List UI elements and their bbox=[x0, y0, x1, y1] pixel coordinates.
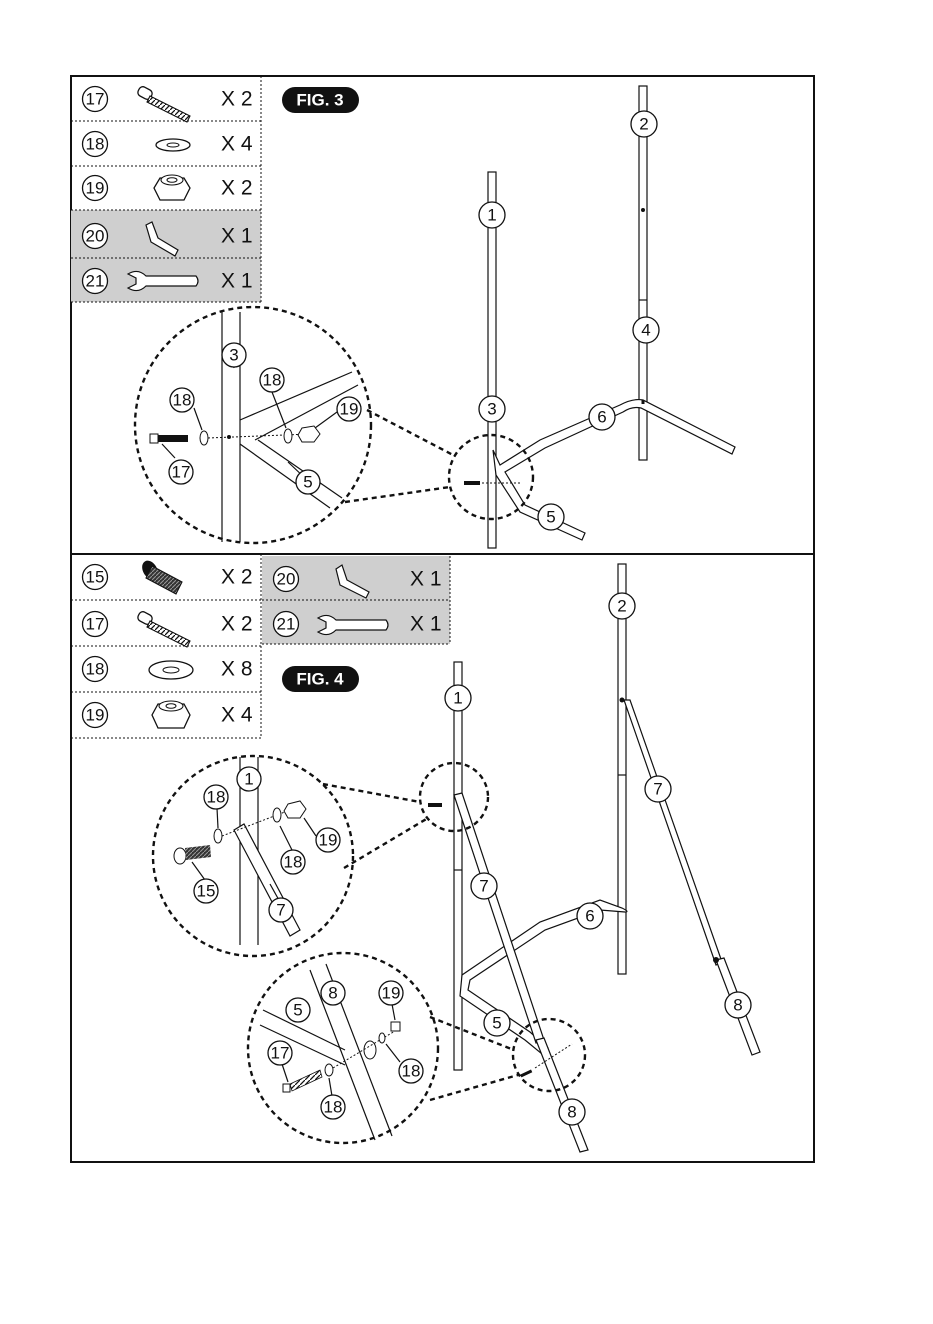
part-quantity: X 4 bbox=[221, 133, 253, 156]
part-quantity: X 1 bbox=[410, 613, 442, 636]
part-quantity: X 8 bbox=[221, 658, 253, 681]
callout-part-3: 3 bbox=[487, 400, 496, 419]
detail-callout-18: 18 bbox=[263, 371, 282, 390]
detail-callout-18: 18 bbox=[324, 1098, 343, 1117]
bolt-short-icon bbox=[139, 558, 182, 594]
part-number: 20 bbox=[277, 570, 296, 589]
lock-nut-icon bbox=[152, 701, 190, 728]
callout-part-8: 8 bbox=[733, 996, 742, 1015]
detail-callout-18: 18 bbox=[402, 1062, 421, 1081]
fig4-title-badge: FIG. 4 bbox=[282, 666, 359, 692]
parts-row: 19 X 2 bbox=[83, 175, 253, 201]
callout-part-1: 1 bbox=[487, 206, 496, 225]
part-quantity: X 2 bbox=[221, 613, 253, 636]
callout-part-4: 4 bbox=[641, 321, 650, 340]
detail-callout-19: 19 bbox=[340, 400, 359, 419]
washer-icon bbox=[156, 139, 190, 151]
parts-row: 19 X 4 bbox=[83, 701, 253, 728]
detail-callout-17: 17 bbox=[172, 463, 191, 482]
part-number: 18 bbox=[86, 660, 105, 679]
parts-row: 17 X 2 bbox=[83, 610, 253, 647]
detail-callout-15: 15 bbox=[197, 882, 216, 901]
part-quantity: X 2 bbox=[221, 566, 253, 589]
detail-callout-18: 18 bbox=[173, 391, 192, 410]
part-number: 15 bbox=[86, 568, 105, 587]
detail-callout-17: 17 bbox=[271, 1044, 290, 1063]
part-number: 21 bbox=[86, 272, 105, 291]
bolt-long-icon bbox=[136, 85, 190, 122]
fig4-frame bbox=[454, 564, 760, 1152]
part-number: 21 bbox=[277, 615, 296, 634]
detail-callout-18: 18 bbox=[207, 788, 226, 807]
detail-callout-1: 1 bbox=[244, 770, 253, 789]
detail-callout-8: 8 bbox=[328, 984, 337, 1003]
lock-nut-icon bbox=[154, 175, 190, 200]
callout-part-6: 6 bbox=[585, 907, 594, 926]
callout-part-6: 6 bbox=[597, 408, 606, 427]
fig3-title-badge: FIG. 3 bbox=[282, 87, 359, 113]
detail-callout-5: 5 bbox=[303, 473, 312, 492]
part-quantity: X 2 bbox=[221, 88, 253, 111]
callout-part-5: 5 bbox=[492, 1014, 501, 1033]
callout-part-2: 2 bbox=[617, 597, 626, 616]
part-quantity: X 2 bbox=[221, 177, 253, 200]
fig4-callouts: 1 2 5 6 7 7 8 8 bbox=[445, 593, 751, 1125]
part-number: 19 bbox=[86, 706, 105, 725]
detail-callout-18: 18 bbox=[284, 853, 303, 872]
callout-part-2: 2 bbox=[639, 115, 648, 134]
callout-part-8: 8 bbox=[567, 1103, 576, 1122]
fig4-parts-table-right: 20 X 1 21 X 1 bbox=[262, 556, 450, 644]
parts-row: 17 X 2 bbox=[83, 85, 253, 122]
detail-callout-3: 3 bbox=[229, 346, 238, 365]
fig3-parts-table: 17 X 2 18 X 4 19 bbox=[71, 76, 261, 302]
part-number: 19 bbox=[86, 179, 105, 198]
parts-row: 18 X 4 bbox=[83, 132, 253, 157]
bolt-long-icon bbox=[136, 610, 190, 647]
parts-row: 18 X 8 bbox=[83, 657, 253, 682]
detail-callout-7: 7 bbox=[276, 901, 285, 920]
fig4-detail-zoom-top: 1 18 18 19 15 7 bbox=[153, 756, 488, 956]
fig3-detail-zoom: 3 18 18 19 17 5 bbox=[135, 307, 533, 543]
part-quantity: X 1 bbox=[410, 568, 442, 591]
figure-title: FIG. 4 bbox=[296, 670, 344, 689]
callout-part-7: 7 bbox=[653, 780, 662, 799]
part-number: 20 bbox=[86, 227, 105, 246]
parts-row: 15 X 2 bbox=[83, 558, 253, 594]
callout-part-5: 5 bbox=[546, 508, 555, 527]
callout-part-1: 1 bbox=[453, 689, 462, 708]
part-number: 18 bbox=[86, 135, 105, 154]
fig4-parts-table-left: 15 X 2 17 X 2 18 bbox=[71, 554, 261, 738]
part-number: 17 bbox=[86, 615, 105, 634]
part-quantity: X 4 bbox=[221, 704, 253, 727]
callout-part-7: 7 bbox=[479, 877, 488, 896]
figure-title: FIG. 3 bbox=[296, 91, 343, 110]
fig3-panel: 17 X 2 18 X 4 19 bbox=[71, 76, 814, 554]
part-quantity: X 1 bbox=[221, 225, 253, 248]
part-number: 17 bbox=[86, 90, 105, 109]
fig3-frame bbox=[488, 86, 735, 548]
part-quantity: X 1 bbox=[221, 270, 253, 293]
washer-icon bbox=[149, 661, 193, 679]
detail-callout-19: 19 bbox=[382, 984, 401, 1003]
detail-callout-5: 5 bbox=[293, 1001, 302, 1020]
detail-callout-19: 19 bbox=[319, 831, 338, 850]
fig4-panel: 15 X 2 17 X 2 18 bbox=[71, 554, 814, 1162]
